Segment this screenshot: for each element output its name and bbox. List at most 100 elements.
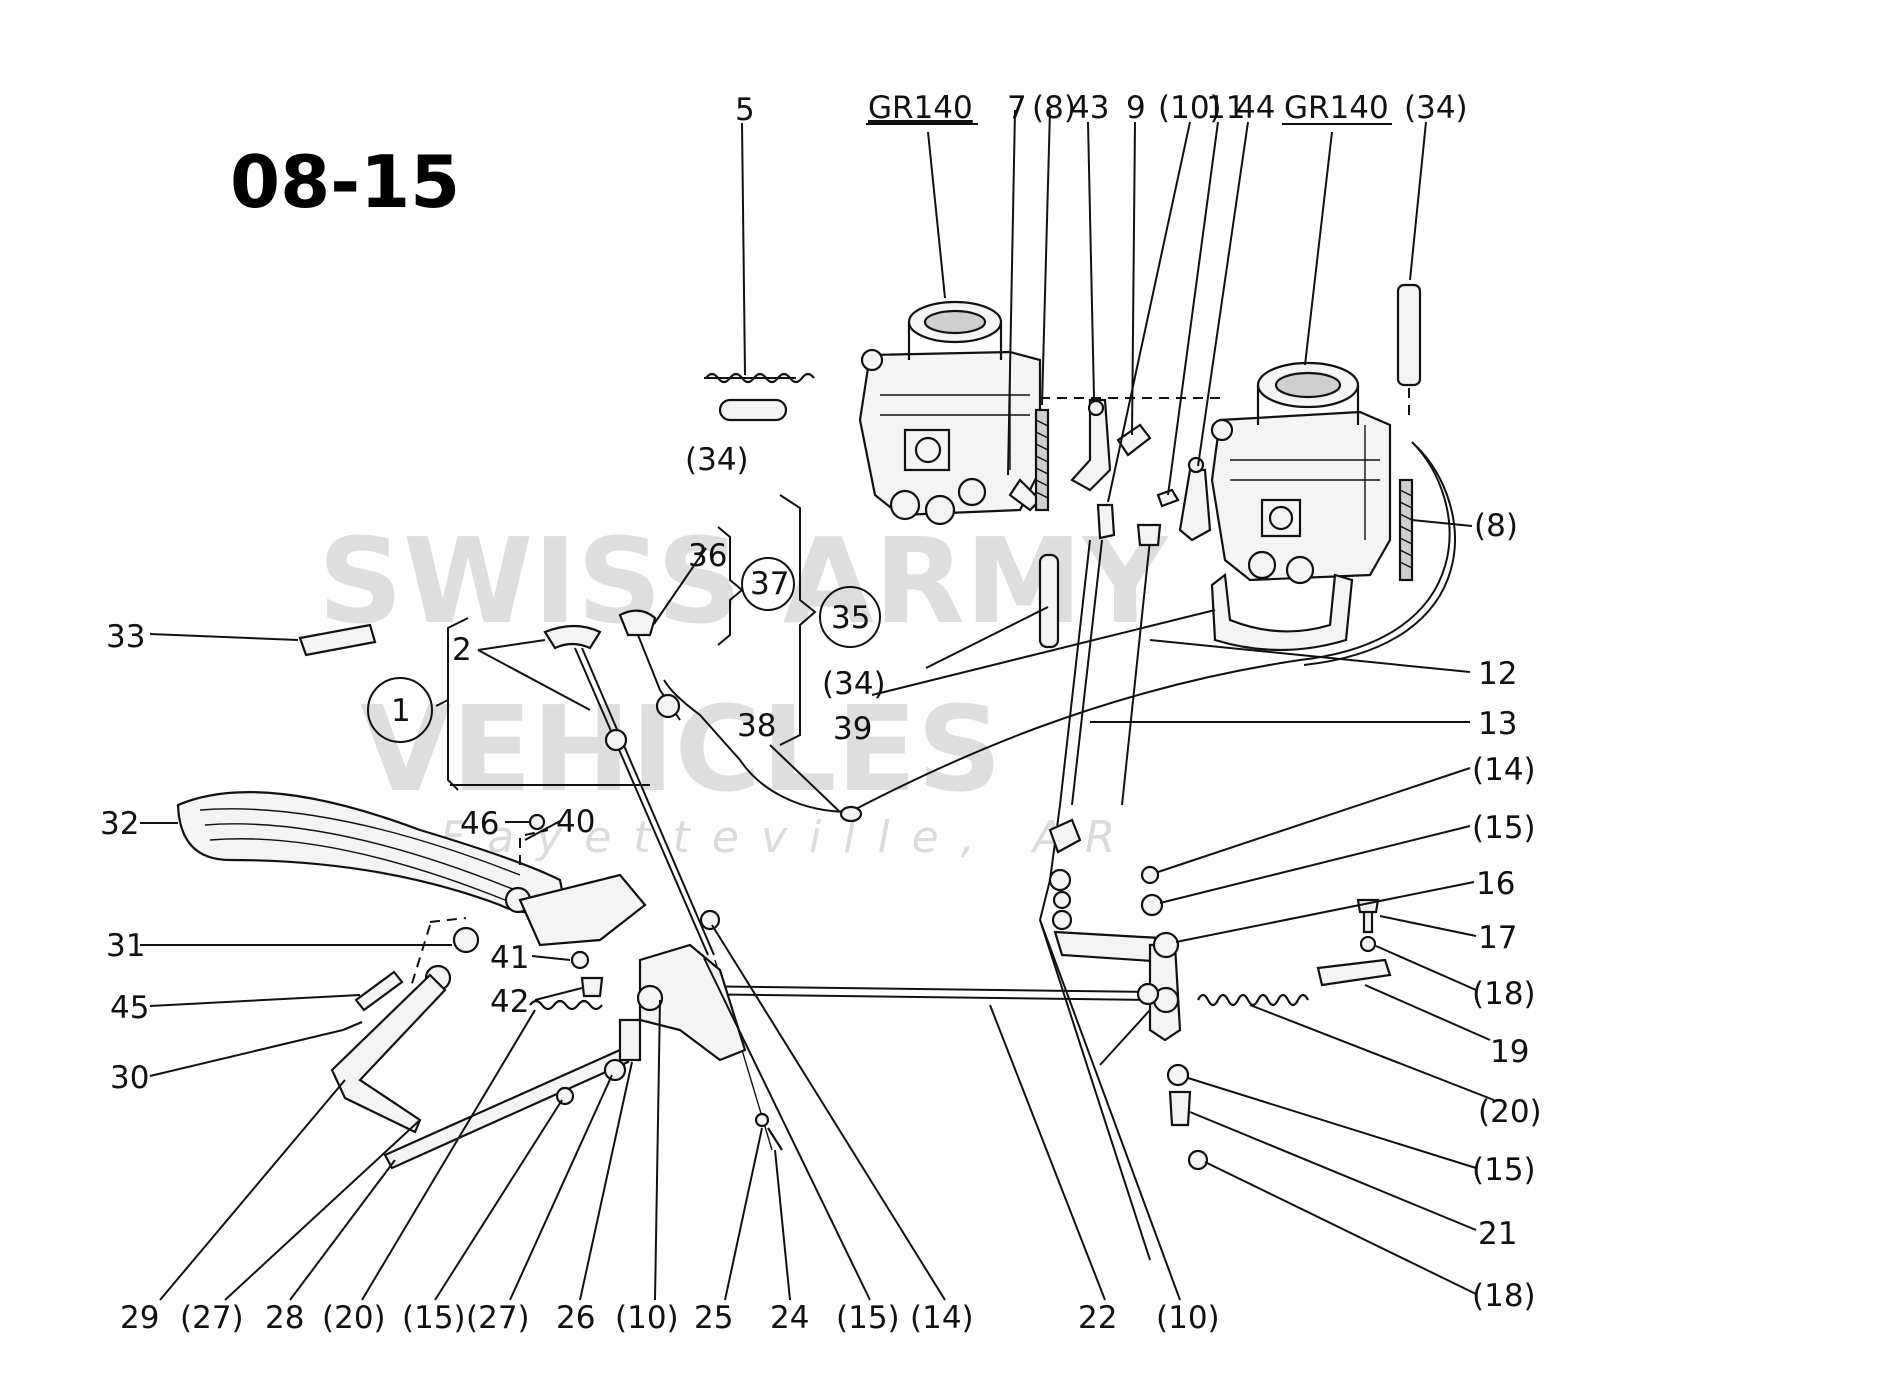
watermark-line-3: Fayetteville, AR bbox=[440, 812, 1137, 863]
label-18-right-bottom: (18) bbox=[1472, 1278, 1536, 1314]
part-11 bbox=[1156, 488, 1180, 508]
watermark-line-1: SWISS ARMY bbox=[318, 512, 1169, 650]
label-11: 11 bbox=[1206, 90, 1245, 126]
label-28: 28 bbox=[265, 1300, 304, 1336]
label-22: 22 bbox=[1078, 1300, 1117, 1336]
carburetor-right bbox=[1210, 361, 1392, 585]
washer-18-top bbox=[1359, 935, 1377, 953]
bellcrank-16 bbox=[1051, 909, 1182, 1042]
label-8-right: (8) bbox=[1474, 508, 1518, 544]
label-42: 42 bbox=[490, 984, 529, 1020]
label-2: 2 bbox=[452, 632, 472, 668]
label-38: 38 bbox=[737, 708, 776, 744]
label-40: 40 bbox=[556, 804, 595, 840]
label-10-bottom-right: (10) bbox=[1156, 1300, 1220, 1336]
label-41: 41 bbox=[490, 940, 529, 976]
label-13: 13 bbox=[1478, 706, 1517, 742]
clip-18-bottom bbox=[1187, 1149, 1209, 1171]
label-32: 32 bbox=[100, 806, 139, 842]
label-37: 37 bbox=[750, 566, 789, 602]
cable-2-rod bbox=[574, 647, 715, 956]
link-43 bbox=[1070, 398, 1112, 492]
label-gr140-right: GR140 bbox=[1284, 90, 1389, 126]
label-39: 39 bbox=[833, 711, 872, 747]
knob-2 bbox=[543, 624, 602, 650]
label-15-right-bottom: (15) bbox=[1472, 1152, 1536, 1188]
label-34-mid: (34) bbox=[822, 666, 886, 702]
washer-14 bbox=[699, 909, 721, 931]
watermark-line-2: VEHICLES bbox=[360, 680, 1002, 818]
label-gr140-left: GR140 bbox=[868, 90, 973, 126]
label-34-top-right: (34) bbox=[1404, 90, 1468, 126]
label-9: 9 bbox=[1126, 90, 1146, 126]
leader-lines bbox=[140, 109, 1495, 1301]
label-15-right-top: (15) bbox=[1472, 810, 1536, 846]
clip-14 bbox=[1140, 865, 1160, 885]
label-17: 17 bbox=[1478, 920, 1517, 956]
plate-33 bbox=[298, 623, 377, 657]
spring-20-left bbox=[529, 999, 603, 1011]
label-20-bottom: (20) bbox=[322, 1300, 386, 1336]
pin-34-top-left bbox=[718, 398, 788, 422]
label-35: 35 bbox=[831, 600, 870, 636]
circle-35 bbox=[819, 586, 881, 648]
lever-29 bbox=[330, 973, 447, 1134]
plate-19 bbox=[1316, 958, 1392, 987]
rod-22 bbox=[679, 985, 1151, 1001]
part-labels: 5 GR140 7 (8) 43 9 (10) 11 44 GR140 (34)… bbox=[100, 90, 1542, 1336]
label-7: 7 bbox=[1007, 90, 1027, 126]
label-10-bottom: (10) bbox=[615, 1300, 679, 1336]
bolt-45 bbox=[354, 970, 404, 1012]
washer-15-top bbox=[1140, 893, 1164, 917]
pin-21 bbox=[1168, 1090, 1192, 1127]
label-14-bottom: (14) bbox=[910, 1300, 974, 1336]
label-10-top: (10) bbox=[1158, 90, 1222, 126]
link-44 bbox=[1178, 468, 1212, 542]
label-5: 5 bbox=[735, 92, 755, 128]
label-30: 30 bbox=[110, 1060, 149, 1096]
watermark: SWISS ARMY VEHICLES Fayetteville, AR bbox=[318, 512, 1169, 863]
clip-27 bbox=[603, 1058, 627, 1082]
bolt-42 bbox=[580, 976, 604, 998]
spring-8-right bbox=[1398, 478, 1414, 582]
bracket-39 bbox=[1210, 572, 1354, 652]
nut-46 bbox=[528, 813, 546, 831]
rod-13 bbox=[1059, 539, 1103, 806]
label-19: 19 bbox=[1490, 1034, 1529, 1070]
label-45: 45 bbox=[110, 990, 149, 1026]
label-1: 1 bbox=[391, 693, 411, 729]
diagram-number: 08-15 bbox=[230, 140, 460, 224]
label-8-top: (8) bbox=[1032, 90, 1076, 126]
pin-30 bbox=[342, 1020, 363, 1032]
label-46: 46 bbox=[460, 806, 499, 842]
label-33: 33 bbox=[106, 619, 145, 655]
label-43: 43 bbox=[1070, 90, 1109, 126]
label-25: 25 bbox=[694, 1300, 733, 1336]
brace-group-35 bbox=[779, 494, 817, 746]
bracket-40 bbox=[518, 873, 647, 947]
cable-12 bbox=[663, 441, 1451, 814]
spring-20-right bbox=[1197, 993, 1309, 1007]
label-36: 36 bbox=[688, 538, 727, 574]
label-15-bottom-left: (15) bbox=[402, 1300, 466, 1336]
label-44: 44 bbox=[1236, 90, 1275, 126]
label-31: 31 bbox=[106, 928, 145, 964]
label-16: 16 bbox=[1476, 866, 1515, 902]
label-27-bottom: (27) bbox=[466, 1300, 530, 1336]
label-24: 24 bbox=[770, 1300, 809, 1336]
circle-37 bbox=[741, 557, 795, 611]
label-18-right-top: (18) bbox=[1472, 976, 1536, 1012]
label-26: 26 bbox=[556, 1300, 595, 1336]
pivot-bracket bbox=[638, 943, 747, 1062]
nut-15 bbox=[555, 1086, 575, 1106]
rod-28 bbox=[383, 1048, 630, 1170]
label-21: 21 bbox=[1478, 1216, 1517, 1252]
pin-34-top-right bbox=[1396, 283, 1422, 387]
bush-31 bbox=[452, 926, 480, 954]
washer-15-bottom bbox=[1166, 1063, 1190, 1087]
label-14-right: (14) bbox=[1472, 752, 1536, 788]
label-15-bottom: (15) bbox=[836, 1300, 900, 1336]
sleeve-10-bottom bbox=[618, 1018, 642, 1062]
carburetor-left bbox=[858, 300, 1042, 526]
